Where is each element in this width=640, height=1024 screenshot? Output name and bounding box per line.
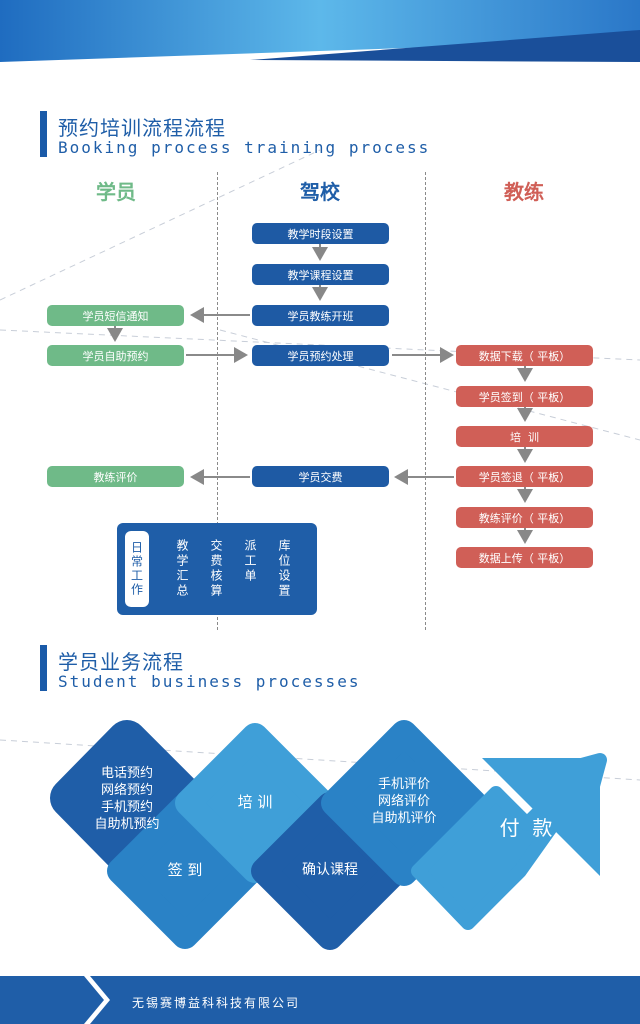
box-coach-data-download: 数据下载（ 平板）	[456, 345, 593, 366]
box-coach-training: 培 训	[456, 426, 593, 447]
daily-item-teaching-summary: 教学汇总	[175, 539, 189, 599]
daily-item-dispatch: 派工单	[243, 539, 257, 584]
header-band	[0, 0, 640, 62]
lane-header-coach: 教练	[504, 180, 544, 204]
box-school-reserve-process: 学员预约处理	[252, 345, 389, 366]
section2-subtitle: Student business processes	[58, 672, 361, 691]
process-evaluate-methods: 手机评价 网络评价 自助机评价	[371, 777, 437, 826]
daily-item-slot-setting: 库位设置	[277, 539, 291, 599]
process-confirm-course: 确认课程	[302, 862, 358, 878]
lane-header-student: 学员	[96, 180, 136, 204]
lane-divider-right	[425, 172, 426, 630]
box-student-coach-evaluation: 教练评价	[47, 466, 184, 487]
process-reserve-methods: 电话预约 网络预约 手机预约 自助机预约	[94, 766, 160, 832]
lane-header-school: 驾校	[300, 180, 340, 204]
lane-divider-left	[217, 172, 218, 630]
box-school-time-setting: 教学时段设置	[252, 223, 389, 244]
section1-title: 预约培训流程流程	[58, 116, 226, 140]
daily-item-fee-accounting: 交费核算	[209, 539, 223, 599]
daily-work-label: 日常工作	[125, 531, 149, 607]
section2-title-bar	[40, 645, 47, 691]
daily-work-panel: 日常工作 教学汇总 交费核算 派工单 库位设置	[117, 523, 317, 615]
box-student-self-reserve: 学员自助预约	[47, 345, 184, 366]
process-training: 培 训	[237, 793, 273, 811]
box-coach-evaluation: 教练评价（ 平板）	[456, 507, 593, 528]
box-school-open-class: 学员教练开班	[252, 305, 389, 326]
section1-subtitle: Booking process training process	[58, 138, 431, 157]
footer-company-name: 无锡赛博益科科技有限公司	[132, 996, 301, 1010]
section2-title: 学员业务流程	[58, 650, 184, 674]
box-school-course-setting: 教学课程设置	[252, 264, 389, 285]
process-pay: 付 款	[499, 816, 553, 840]
box-coach-signout: 学员签退（ 平板）	[456, 466, 593, 487]
box-student-sms-notify: 学员短信通知	[47, 305, 184, 326]
business-process-graphic	[50, 720, 607, 950]
box-school-fee: 学员交费	[252, 466, 389, 487]
flow-arrows	[107, 244, 533, 544]
process-signin: 签 到	[167, 861, 203, 879]
box-coach-data-upload: 数据上传（ 平板）	[456, 547, 593, 568]
section1-title-bar	[40, 111, 47, 157]
footer-chevron	[0, 976, 110, 1024]
box-coach-signin: 学员签到（ 平板）	[456, 386, 593, 407]
